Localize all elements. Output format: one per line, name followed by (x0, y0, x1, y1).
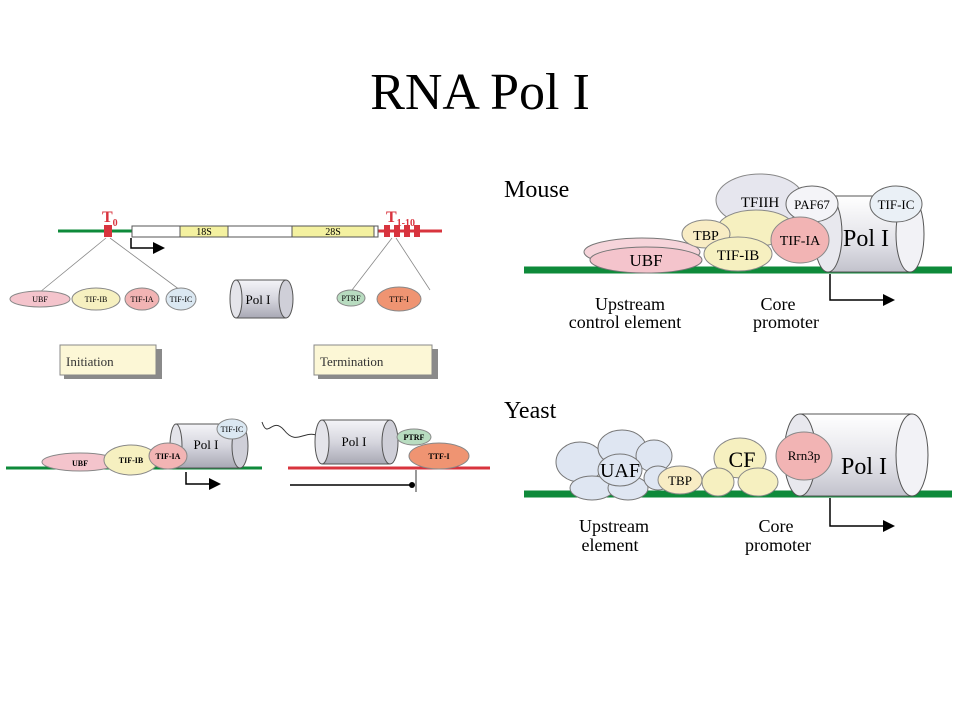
mouse-tbp-label: TBP (693, 229, 719, 244)
init-pol-label: Pol I (194, 437, 219, 452)
yeast-rrn3p-label: Rrn3p (788, 448, 821, 463)
rna-transcript (261, 421, 323, 439)
mouse-heading: Mouse (504, 177, 569, 203)
term-ptrf-label: PTRF (404, 433, 425, 442)
mouse-panel: Mouse UBF TFIIH TBP Pol I PAF67 TIF-IC T… (504, 173, 952, 332)
yeast-panel: Yeast UAF TBP CF Pol I (504, 398, 952, 555)
tific-label: TIF-IC (170, 295, 193, 304)
mouse-tifib (703, 236, 773, 272)
segment-28s-label: 28S (325, 227, 341, 238)
term-ttfi (408, 442, 470, 470)
mouse-ubf-label: UBF (629, 251, 662, 270)
yeast-tss-arrow (829, 498, 895, 532)
yeast-heading: Yeast (504, 398, 557, 424)
init-tific (216, 418, 248, 440)
termination-label: Termination (320, 354, 384, 369)
mouse-pol-label: Pol I (843, 226, 889, 252)
term-pol-label: Pol I (342, 434, 367, 449)
tifib-ellipse (71, 287, 121, 311)
initiation-box: Initiation (59, 344, 162, 379)
slide-title: RNA Pol I (370, 64, 590, 121)
tifia-ellipse (124, 287, 160, 311)
ptrf-ellipse (336, 289, 366, 307)
segment-28s (291, 225, 375, 238)
transcribed-region (131, 225, 379, 238)
mouse-tific-label: TIF-IC (878, 197, 915, 212)
yeast-upstream-line2: element (582, 535, 639, 555)
yeast-core-line1: Core (759, 516, 794, 536)
yeast-cf-cluster (701, 437, 779, 497)
pol-i-label: Pol I (246, 292, 271, 307)
mouse-tifia-label: TIF-IA (780, 234, 821, 249)
mouse-ubf (589, 246, 703, 274)
mouse-tific (869, 185, 923, 223)
ttfi-ellipse (376, 286, 422, 312)
termination-box: Termination (313, 344, 438, 379)
tifib-label: TIF-IB (85, 295, 108, 304)
mouse-core-line2: promoter (753, 312, 819, 332)
segment-18s-label: 18S (196, 227, 212, 238)
ubf-ellipse (9, 290, 71, 308)
term-pol-i: Pol I (314, 419, 399, 465)
mouse-tss-arrow (829, 274, 895, 306)
yeast-cf-label: CF (729, 447, 756, 472)
t0-label: T0 (102, 209, 118, 229)
tific-ellipse (165, 287, 197, 311)
term-end-dot (409, 482, 415, 488)
t0-terminator-box (104, 225, 112, 237)
ttfi-label: TTF-I (389, 295, 409, 304)
init-arrow (185, 472, 221, 490)
terminator-cluster (384, 225, 420, 237)
connector-lines (39, 237, 431, 293)
mouse-core-line1: Core (761, 294, 796, 314)
init-tifia (148, 442, 188, 470)
t-term-label: T1-10 (386, 209, 415, 229)
mouse-paf67-label: PAF67 (794, 197, 830, 212)
gene-map: 18S 28S T0 T1-10 (39, 209, 442, 293)
segment-18s (179, 225, 229, 238)
mouse-upstream-line2: control element (569, 312, 681, 332)
mouse-tifib-label: TIF-IB (717, 248, 760, 264)
yeast-uaf-label: UAF (600, 460, 640, 482)
init-tifib-label: TIF-IB (119, 456, 144, 465)
yeast-pol-label: Pol I (841, 454, 887, 480)
mouse-tfiih-label: TFIIH (741, 195, 779, 211)
init-tific-label: TIF-IC (221, 425, 244, 434)
yeast-core-line2: promoter (745, 535, 811, 555)
tifia-label: TIF-IA (130, 295, 153, 304)
initiation-complex: UBF TIF-IB Pol I TIF-IA TIF-IC (6, 418, 262, 490)
termination-complex: Pol I TTF-I PTRF (261, 419, 490, 492)
init-ubf-label: UBF (72, 459, 88, 468)
init-tifia-label: TIF-IA (156, 452, 181, 461)
pol-i-cylinder: Pol I (229, 279, 294, 319)
initiation-label: Initiation (66, 354, 114, 369)
mouse-tifia (770, 216, 830, 264)
yeast-tbp-label: TBP (668, 473, 692, 488)
tss-arrow (130, 238, 165, 254)
term-ttfi-label: TTF-I (428, 452, 449, 461)
yeast-rrn3p (775, 431, 833, 481)
ptrf-label: PTRF (341, 294, 361, 303)
term-ptrf (396, 428, 432, 446)
mouse-upstream-line1: Upstream (595, 294, 665, 314)
yeast-uaf-cluster (555, 429, 673, 501)
factor-row: UBF TIF-IB TIF-IA TIF-IC Pol I PTRF TTF-… (9, 279, 422, 319)
ubf-label: UBF (32, 295, 48, 304)
yeast-upstream-line1: Upstream (579, 516, 649, 536)
